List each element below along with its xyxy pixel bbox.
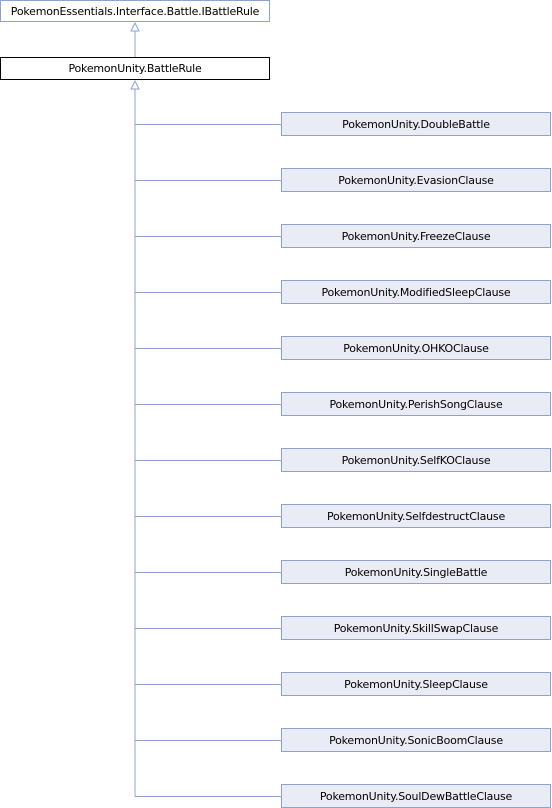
node-derived-class[interactable]: PokemonUnity.SleepClause bbox=[281, 672, 551, 696]
node-derived-class[interactable]: PokemonUnity.EvasionClause bbox=[281, 168, 551, 192]
node-derived-class[interactable]: PokemonUnity.DoubleBattle bbox=[281, 112, 551, 136]
node-derived-class[interactable]: PokemonUnity.PerishSongClause bbox=[281, 392, 551, 416]
node-current-class: PokemonUnity.BattleRule bbox=[0, 57, 270, 80]
inheritance-arrow-head bbox=[130, 79, 140, 90]
node-derived-class[interactable]: PokemonUnity.SoulDewBattleClause bbox=[281, 784, 551, 808]
node-derived-class[interactable]: PokemonUnity.OHKOClause bbox=[281, 336, 551, 360]
inheritance-arrow-head bbox=[130, 21, 140, 32]
node-derived-class[interactable]: PokemonUnity.ModifiedSleepClause bbox=[281, 280, 551, 304]
node-base-interface[interactable]: PokemonEssentials.Interface.Battle.IBatt… bbox=[0, 0, 270, 22]
node-derived-class[interactable]: PokemonUnity.FreezeClause bbox=[281, 224, 551, 248]
node-derived-class[interactable]: PokemonUnity.SelfdestructClause bbox=[281, 504, 551, 528]
node-derived-class[interactable]: PokemonUnity.SkillSwapClause bbox=[281, 616, 551, 640]
node-derived-class[interactable]: PokemonUnity.SelfKOClause bbox=[281, 448, 551, 472]
node-derived-class[interactable]: PokemonUnity.SingleBattle bbox=[281, 560, 551, 584]
node-derived-class[interactable]: PokemonUnity.SonicBoomClause bbox=[281, 728, 551, 752]
